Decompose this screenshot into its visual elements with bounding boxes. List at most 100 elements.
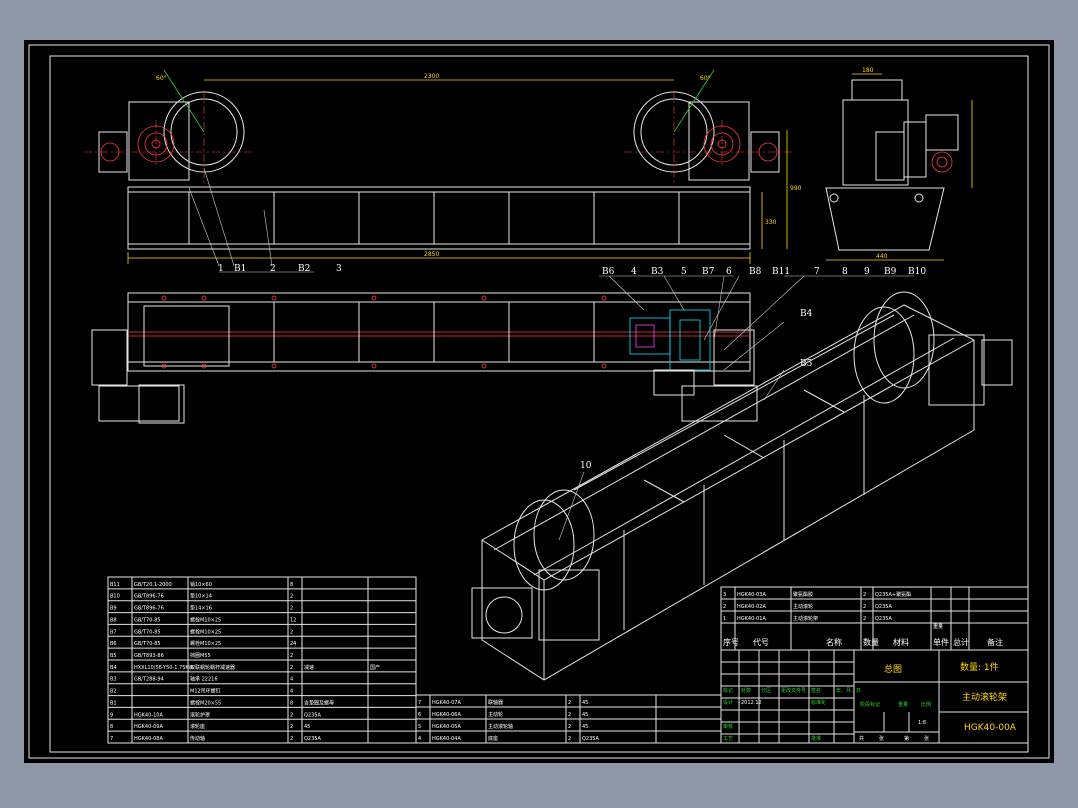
bom-header-cell: 总计 <box>953 637 969 647</box>
plan-leaders <box>599 275 914 401</box>
bom-mid-cell: 4 <box>418 736 421 742</box>
label-part-B6: B6 <box>602 267 615 277</box>
front-view <box>84 69 794 250</box>
bom-mid-cell: 5 <box>418 724 421 730</box>
bom-right-cell: 2 <box>863 616 866 622</box>
footer-sheet2: 张 <box>924 735 929 742</box>
dim-angle-right: 60° <box>700 75 711 82</box>
bom-left-cell: GB/T896-76 <box>134 606 164 612</box>
bom-right-cell: 3 <box>723 592 726 598</box>
bom-left-cell: B1 <box>110 700 117 706</box>
bom-header-cell: 代号 <box>753 637 769 647</box>
bom-left-cell: 减速 <box>304 664 314 671</box>
bom-mid-cell: 联轴器 <box>488 699 503 706</box>
scale-label: 比例 <box>921 701 931 708</box>
bom-left-cell: B3 <box>110 677 117 683</box>
bom-mid-cell: 主动滚轮轴 <box>488 723 513 730</box>
bom-left-cell: 12 <box>290 617 296 623</box>
footer-total: 共 <box>859 735 864 742</box>
bom-header-weight: 重量 <box>933 623 943 630</box>
bom-right-cell: 2 <box>863 592 866 598</box>
rev-count: 处数 <box>741 687 751 694</box>
label-part-3: 3 <box>336 264 342 274</box>
bom-left-cell: 2 <box>290 606 293 612</box>
label-part-B7: B7 <box>702 267 715 277</box>
bom-left-cell: M12吊环螺钉 <box>190 688 221 695</box>
title-quantity: 数量: 1件 <box>960 661 999 673</box>
bom-left-cell: 销10×60 <box>190 581 212 588</box>
bom-mid-cell: 2 <box>568 700 571 706</box>
bom-left-cell: B2 <box>110 689 117 695</box>
bom-mid-cell: 45 <box>582 724 588 730</box>
bom-mid-cell: HGK40-04A <box>432 736 461 742</box>
bom-right-cell: Q235A <box>875 604 892 610</box>
label-part-2: 2 <box>270 264 276 274</box>
bom-header-cell: 名称 <box>826 637 842 647</box>
bom-right-cell: HGK40-01A <box>737 616 766 622</box>
bom-left-cell: 45 <box>304 724 310 730</box>
bom-left-cell: GB/T70-85 <box>134 641 161 647</box>
rev-docno: 更改文件号 <box>781 687 806 694</box>
review-label: 审核 <box>723 723 733 730</box>
design-label: 设计 <box>723 699 733 706</box>
bom-mid-cell: 2 <box>568 724 571 730</box>
bom-left-cell: B11 <box>110 582 120 588</box>
bom-right-cell: 2 <box>863 604 866 610</box>
bom-left-cell: 2 <box>290 629 293 635</box>
label-part-B2: B2 <box>298 264 310 274</box>
rev-date: 年、月、日 <box>836 687 861 694</box>
bom-header-cell: 备注 <box>987 637 1003 647</box>
label-part-B8: B8 <box>749 267 762 277</box>
dim-height-1: 990 <box>790 185 802 192</box>
bom-header-cell: 单件 <box>933 637 949 647</box>
bom-mid-cell: 2 <box>568 736 571 742</box>
bom-left-cell: 轴承 22216 <box>190 676 218 683</box>
label-part-7: 7 <box>814 267 820 277</box>
bom-left-cell: 螺栓M20×55 <box>190 699 221 706</box>
bom-left-cell: 螺栓M10×25 <box>190 616 221 623</box>
bom-mid-cell: HGK40-07A <box>432 700 461 706</box>
title-scale: 1:8 <box>918 720 926 726</box>
bom-left-cell: 2 <box>290 736 293 742</box>
label-part-B5: B5 <box>800 359 813 369</box>
bom-mid-cell: 2 <box>568 712 571 718</box>
bom-left-cell: 7 <box>110 736 113 742</box>
bom-left-cell: GB/T893-86 <box>134 653 164 659</box>
bom-left-cell: 滚轮座 <box>190 723 205 730</box>
bom-left-cell: B5 <box>110 653 117 659</box>
bom-right-cell: Q235A+聚氨酯 <box>875 591 911 598</box>
label-part-8: 8 <box>842 267 848 277</box>
label-part-10: 10 <box>580 461 592 471</box>
bom-left-cell: HGK40-10A <box>134 712 163 718</box>
footer-sheet: 张 <box>879 735 884 742</box>
bom-header-cell: 序号 <box>723 637 739 647</box>
bom-mid-cell: 底座 <box>488 735 498 742</box>
approve-label: 批准 <box>811 735 821 742</box>
bom-right-cell: HGK40-02A <box>737 604 766 610</box>
bom-right-cell: Q235A <box>875 616 892 622</box>
dim-end-width: 180 <box>862 67 874 74</box>
rev-mark: 标记 <box>723 687 733 694</box>
bom-mid-cell: HGK40-06A <box>432 712 461 718</box>
bom-left-cell: B4 <box>110 665 117 671</box>
bom-mid-cell: Q235A <box>582 736 599 742</box>
bom-left-cell: GB/T70-85 <box>134 629 161 635</box>
bom-left-cell: 2 <box>290 653 293 659</box>
bom-left-cell: 8 <box>110 724 113 730</box>
bom-right-cell: 聚氨酯胶 <box>793 591 813 598</box>
weight-label: 重量 <box>898 701 908 708</box>
bom-right-cell: HGK40-03A <box>737 592 766 598</box>
bom-left-cell: 4 <box>290 689 293 695</box>
dim-end-base: 440 <box>876 253 888 260</box>
bom-mid-cell: HGK40-05A <box>432 724 461 730</box>
bom-left-cell: B6 <box>110 641 117 647</box>
bom-mid-cell: 45 <box>582 712 588 718</box>
title-drawing-name: 总图 <box>884 663 902 675</box>
bom-left-cell: B9 <box>110 606 117 612</box>
design-date: 2012.12 <box>741 700 762 706</box>
standardization-label: 标准化 <box>811 699 826 706</box>
bom-left-cell: GB/T288-94 <box>134 677 164 683</box>
bom-right-cell: 主动滚轮 <box>793 603 813 610</box>
